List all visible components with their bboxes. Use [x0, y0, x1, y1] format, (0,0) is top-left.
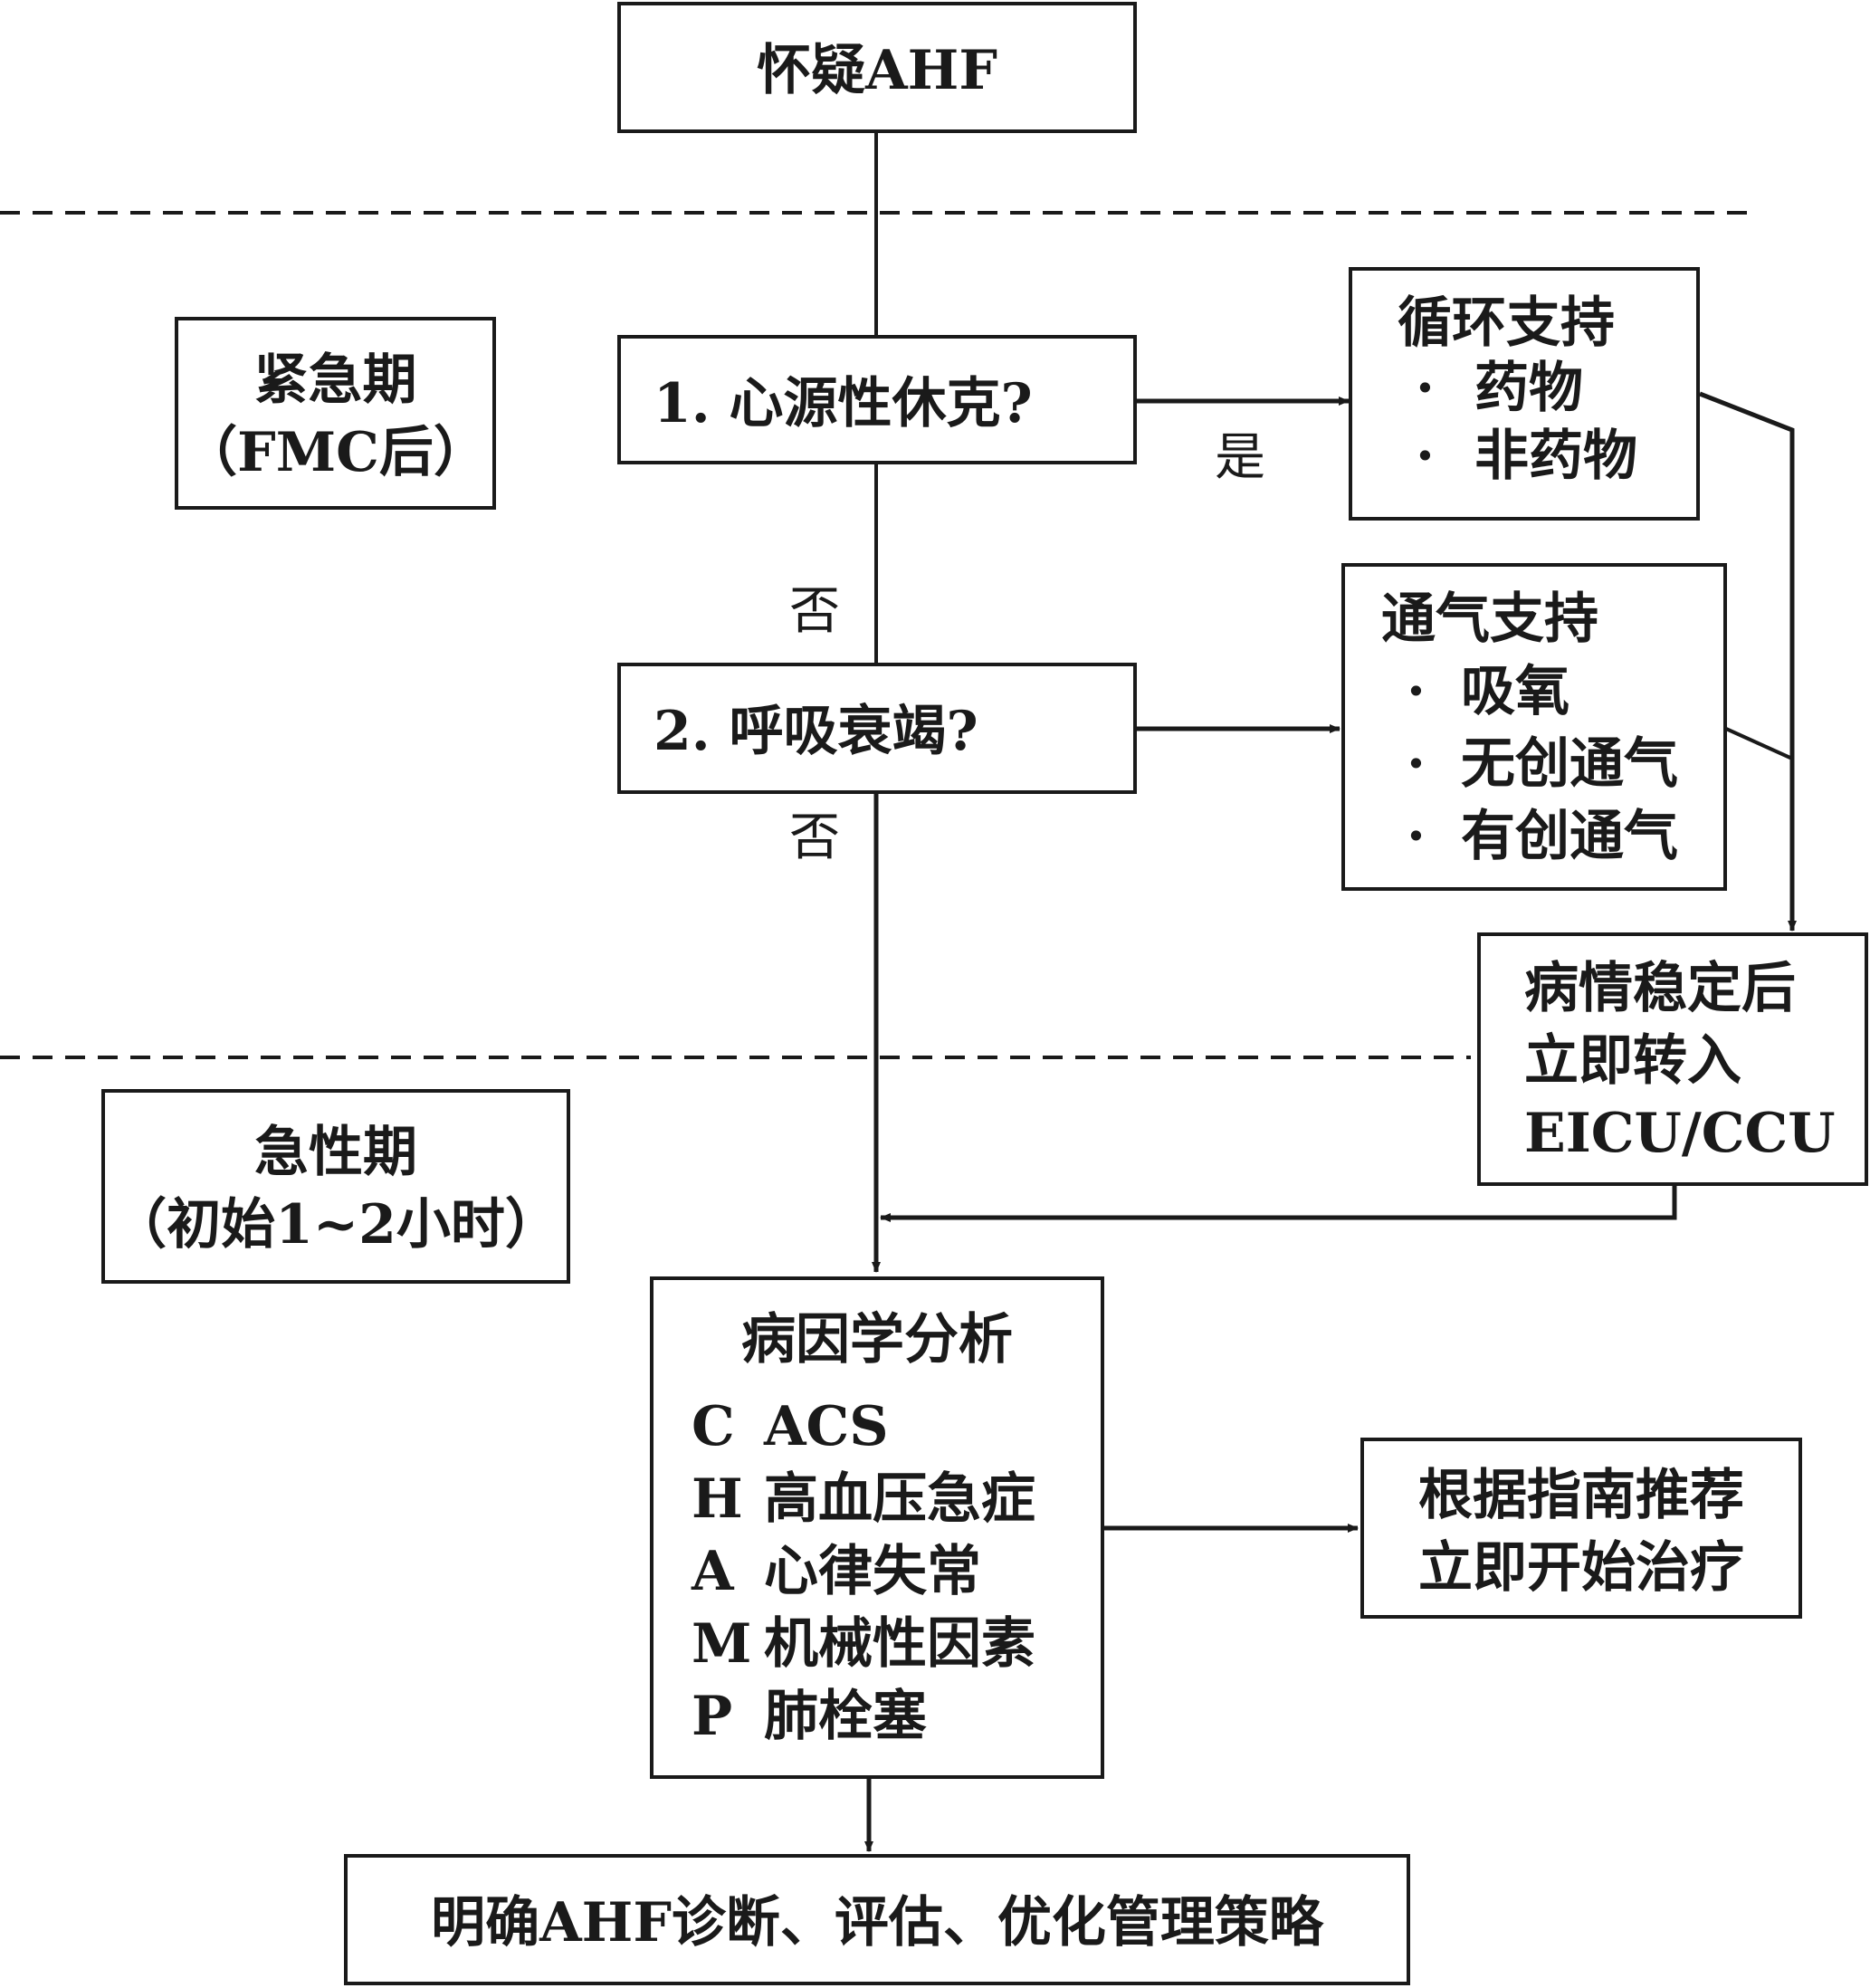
question-respiratory-failure: 2. 呼吸衰竭?	[617, 663, 1137, 794]
etiology-code: M	[692, 1612, 752, 1676]
phase-urgent-subtitle: （FMC后）	[183, 421, 488, 484]
etiology-code: A	[692, 1540, 734, 1603]
ventilation-item-bullet: ·	[1407, 660, 1426, 723]
circulation-item-nondrug: 非药物	[1474, 425, 1637, 488]
etiology-item: 肺栓塞	[764, 1685, 927, 1748]
guideline-line-1: 根据指南推荐	[1418, 1464, 1744, 1527]
etiology-item: 机械性因素	[764, 1612, 1035, 1676]
edge-label-yes: 是	[1215, 428, 1265, 487]
final-label: 明确AHF诊断、评估、优化管理策略	[431, 1891, 1323, 1955]
circulation-item-drug: 药物	[1474, 357, 1583, 420]
ventilation-support-box: 通气支持 · 吸氧 · 无创通气 · 有创通气	[1341, 563, 1727, 891]
etiology-code: C	[692, 1395, 735, 1458]
etiology-code: H	[692, 1467, 743, 1531]
ventilation-item-bullet: ·	[1407, 805, 1426, 868]
guideline-line-2: 立即开始治疗	[1418, 1536, 1744, 1600]
connector-ventilation-merge	[1725, 727, 1793, 760]
connector-transfer-to-etiology	[880, 1186, 1677, 1222]
phase-urgent-title: 紧急期	[253, 349, 417, 412]
start-box: 怀疑AHF	[617, 2, 1137, 133]
ventilation-item-invasive: 有创通气	[1461, 805, 1678, 868]
phase-acute-subtitle: （初始1~2小时）	[112, 1193, 559, 1257]
etiology-box: 病因学分析 C ACS H 高血压急症 A 心律失常 M 机械性因素 P 肺栓塞	[650, 1276, 1104, 1779]
circulation-support-title: 循环支持	[1398, 292, 1615, 355]
etiology-title: 病因学分析	[741, 1308, 1013, 1372]
edge-label-no-1: 否	[789, 582, 840, 641]
edge-label-no-2: 否	[789, 808, 840, 867]
ventilation-item-noninvasive: 无创通气	[1461, 732, 1678, 796]
transfer-line-2: 立即转入	[1524, 1029, 1741, 1093]
ventilation-support-title: 通气支持	[1381, 588, 1598, 651]
circulation-support-box: 循环支持 · 药物 · 非药物	[1349, 267, 1700, 521]
circulation-item-bullet: ·	[1416, 425, 1435, 488]
circulation-item-bullet: ·	[1416, 357, 1435, 420]
connector-circulation-to-transfer	[1699, 391, 1797, 932]
question-respiratory-failure-label: 2. 呼吸衰竭?	[654, 700, 978, 763]
start-label: 怀疑AHF	[757, 39, 997, 102]
transfer-line-1: 病情稳定后	[1524, 957, 1796, 1020]
etiology-item: 高血压急症	[764, 1467, 1035, 1531]
etiology-code: P	[692, 1685, 733, 1748]
ventilation-item-bullet: ·	[1407, 732, 1426, 796]
guideline-box: 根据指南推荐 立即开始治疗	[1360, 1438, 1802, 1619]
phase-acute-box: 急性期 （初始1~2小时）	[101, 1089, 570, 1284]
transfer-box: 病情稳定后 立即转入 EICU/CCU	[1477, 932, 1868, 1186]
question-cardiogenic-shock-label: 1. 心源性休克?	[654, 372, 1033, 435]
transfer-line-3: EICU/CCU	[1524, 1102, 1836, 1165]
phase-urgent-box: 紧急期 （FMC后）	[175, 317, 496, 510]
phase-acute-title: 急性期	[254, 1121, 417, 1184]
question-cardiogenic-shock: 1. 心源性休克?	[617, 335, 1137, 464]
ventilation-item-oxygen: 吸氧	[1461, 660, 1569, 723]
etiology-item: ACS	[764, 1395, 889, 1458]
etiology-item: 心律失常	[764, 1540, 981, 1603]
final-box: 明确AHF诊断、评估、优化管理策略	[344, 1854, 1410, 1985]
